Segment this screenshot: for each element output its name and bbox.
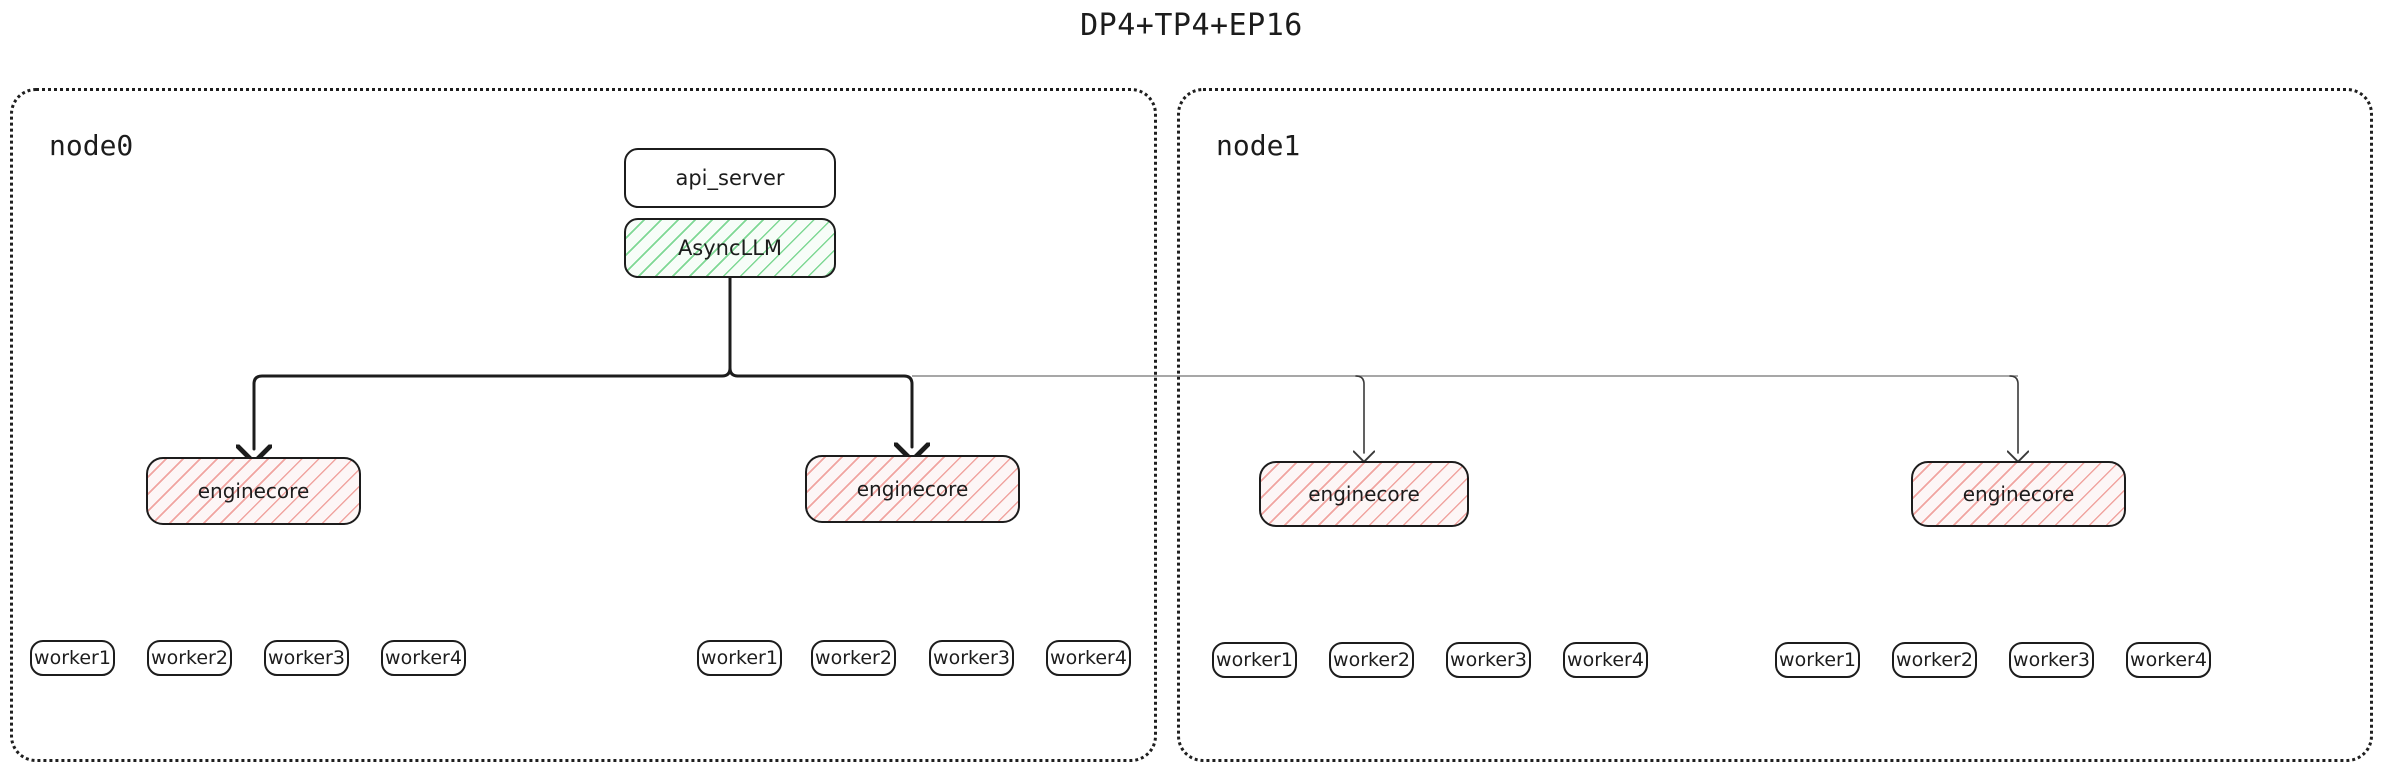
node-label-node1: node1 — [1216, 129, 1301, 162]
page-title: DP4+TP4+EP16 — [1080, 8, 1303, 43]
box-enginecore[interactable]: enginecore — [805, 455, 1020, 523]
box-worker[interactable]: worker2 — [147, 640, 232, 676]
node-container-node1: node1 — [1177, 88, 2373, 762]
box-worker[interactable]: worker1 — [697, 640, 782, 676]
box-worker[interactable]: worker4 — [1563, 642, 1648, 678]
box-async-llm[interactable]: AsyncLLM — [624, 218, 836, 278]
node-container-node0: node0 — [10, 88, 1157, 762]
box-worker[interactable]: worker2 — [1329, 642, 1414, 678]
box-worker[interactable]: worker3 — [1446, 642, 1531, 678]
box-worker[interactable]: worker1 — [1775, 642, 1860, 678]
box-worker[interactable]: worker2 — [1892, 642, 1977, 678]
box-enginecore[interactable]: enginecore — [1259, 461, 1469, 527]
box-worker[interactable]: worker3 — [929, 640, 1014, 676]
box-worker[interactable]: worker3 — [2009, 642, 2094, 678]
node-label-node0: node0 — [49, 129, 134, 162]
box-worker[interactable]: worker4 — [1046, 640, 1131, 676]
box-worker[interactable]: worker3 — [264, 640, 349, 676]
box-worker[interactable]: worker1 — [1212, 642, 1297, 678]
box-api-server[interactable]: api_server — [624, 148, 836, 208]
box-worker[interactable]: worker1 — [30, 640, 115, 676]
box-worker[interactable]: worker4 — [381, 640, 466, 676]
box-enginecore[interactable]: enginecore — [146, 457, 361, 525]
box-enginecore[interactable]: enginecore — [1911, 461, 2126, 527]
box-worker[interactable]: worker2 — [811, 640, 896, 676]
box-worker[interactable]: worker4 — [2126, 642, 2211, 678]
